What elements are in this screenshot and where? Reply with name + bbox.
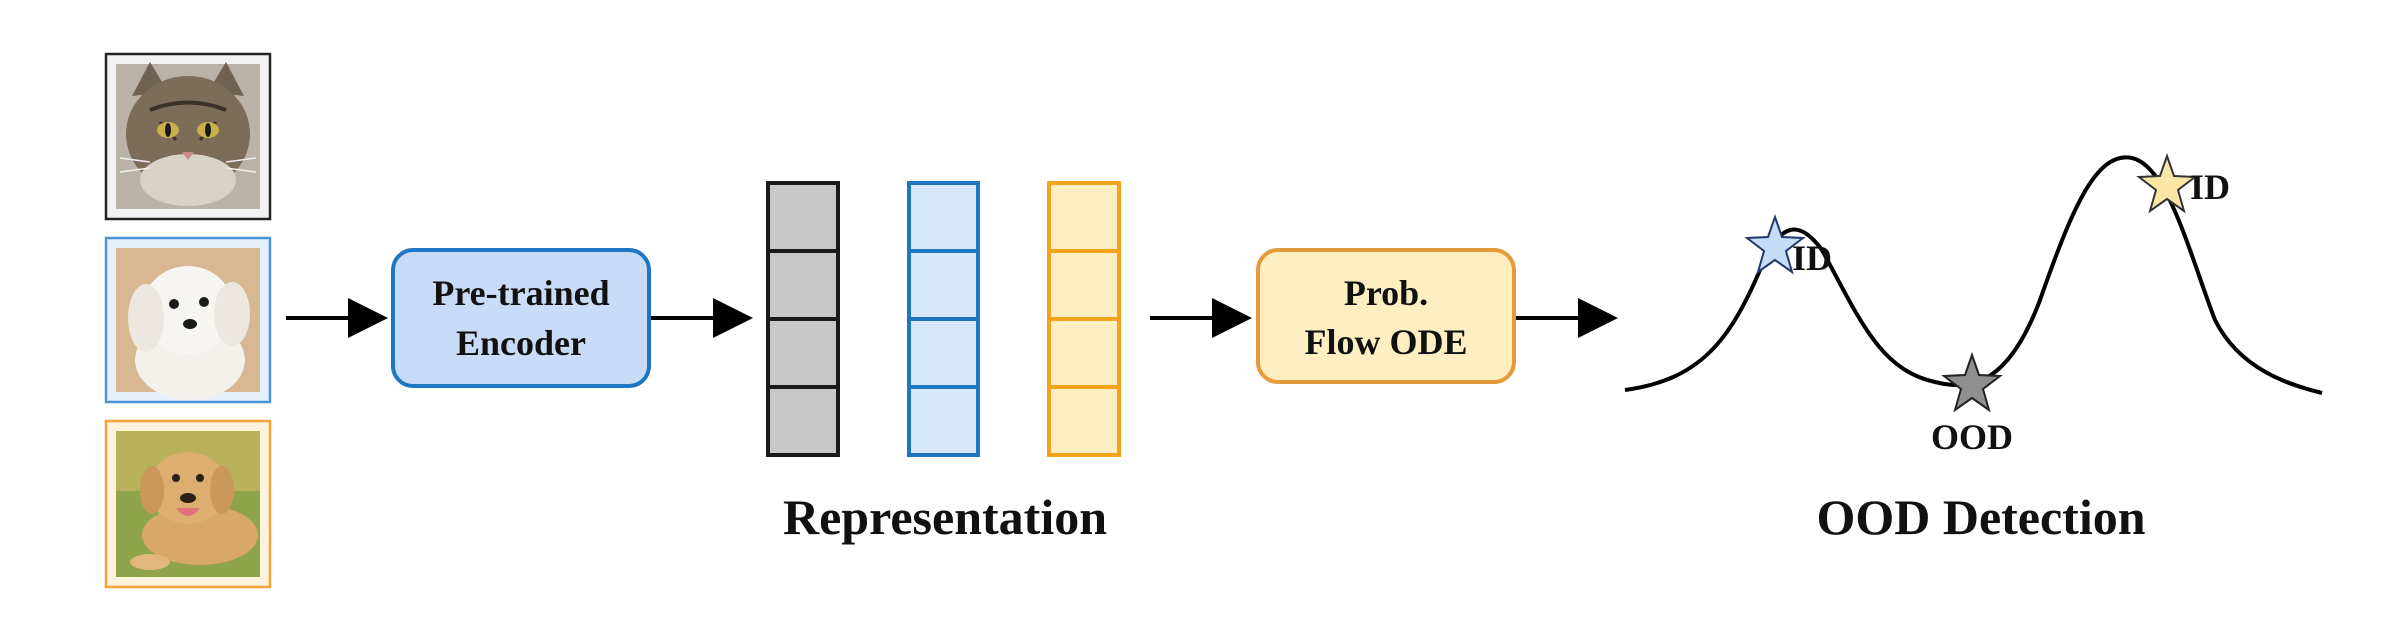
encoder-box: Pre-trained Encoder [391, 248, 651, 388]
star-id-left [1744, 213, 1806, 275]
curve-label-id-left: ID [1792, 238, 1832, 278]
ode-label-line2: Flow ODE [1304, 322, 1467, 362]
curve-label-id-right: ID [2190, 167, 2230, 207]
labrador-illustration [116, 431, 260, 570]
white-dog-illustration [128, 266, 250, 400]
encoder-label-line2: Encoder [456, 323, 586, 363]
representation-vector-blue [907, 181, 980, 457]
ode-label-line1: Prob. [1344, 273, 1428, 313]
representation-vector-gray [766, 181, 840, 457]
star-ood [1941, 351, 2003, 413]
input-image-white-dog [104, 236, 272, 404]
input-image-cat [104, 52, 272, 221]
representation-vector-orange [1047, 181, 1121, 457]
flow-ode-box: Prob. Flow ODE [1256, 248, 1516, 384]
input-image-labrador [104, 419, 272, 589]
curve-label-ood: OOD [1931, 417, 2013, 457]
representation-caption: Representation [783, 489, 1107, 545]
cat-illustration [119, 62, 257, 206]
star-id-right [2136, 152, 2198, 214]
encoder-label-line1: Pre-trained [432, 273, 609, 313]
ood-detection-caption: OOD Detection [1816, 489, 2145, 545]
